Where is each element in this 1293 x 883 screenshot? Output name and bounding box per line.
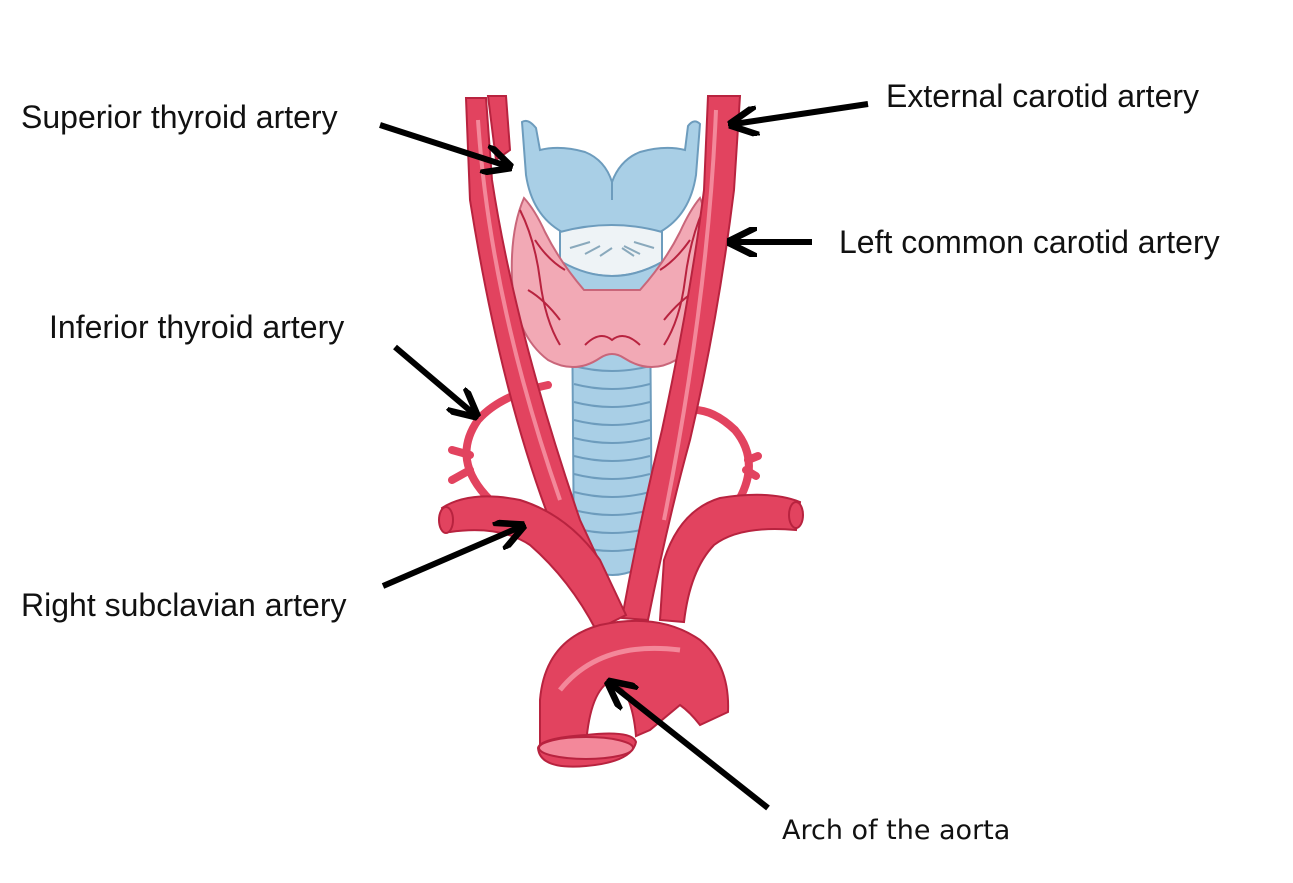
arrow-external-carotid: [734, 101, 869, 124]
pointer-arrows: [379, 101, 869, 811]
left-common-carotid-artery: [620, 95, 742, 622]
aortic-arch: [536, 619, 730, 768]
label-external-carotid-artery: External carotid artery: [886, 78, 1200, 114]
arrow-inferior-thyroid: [393, 344, 474, 414]
arrow-superior-thyroid: [379, 122, 507, 166]
label-arch-of-the-aorta: Arch of the aorta: [782, 815, 1011, 846]
thyroid-vessels: [519, 209, 704, 346]
label-superior-thyroid-artery: Superior thyroid artery: [21, 99, 338, 135]
label-inferior-thyroid-artery: Inferior thyroid artery: [49, 309, 345, 345]
aorta-opening: [538, 736, 634, 760]
label-right-subclavian-artery: Right subclavian artery: [21, 587, 347, 623]
label-left-common-carotid-artery: Left common carotid artery: [839, 224, 1220, 260]
arrow-right-subclavian: [381, 527, 520, 589]
left-subclavian-artery: [658, 493, 804, 624]
arrow-arch-of-aorta: [611, 684, 770, 811]
